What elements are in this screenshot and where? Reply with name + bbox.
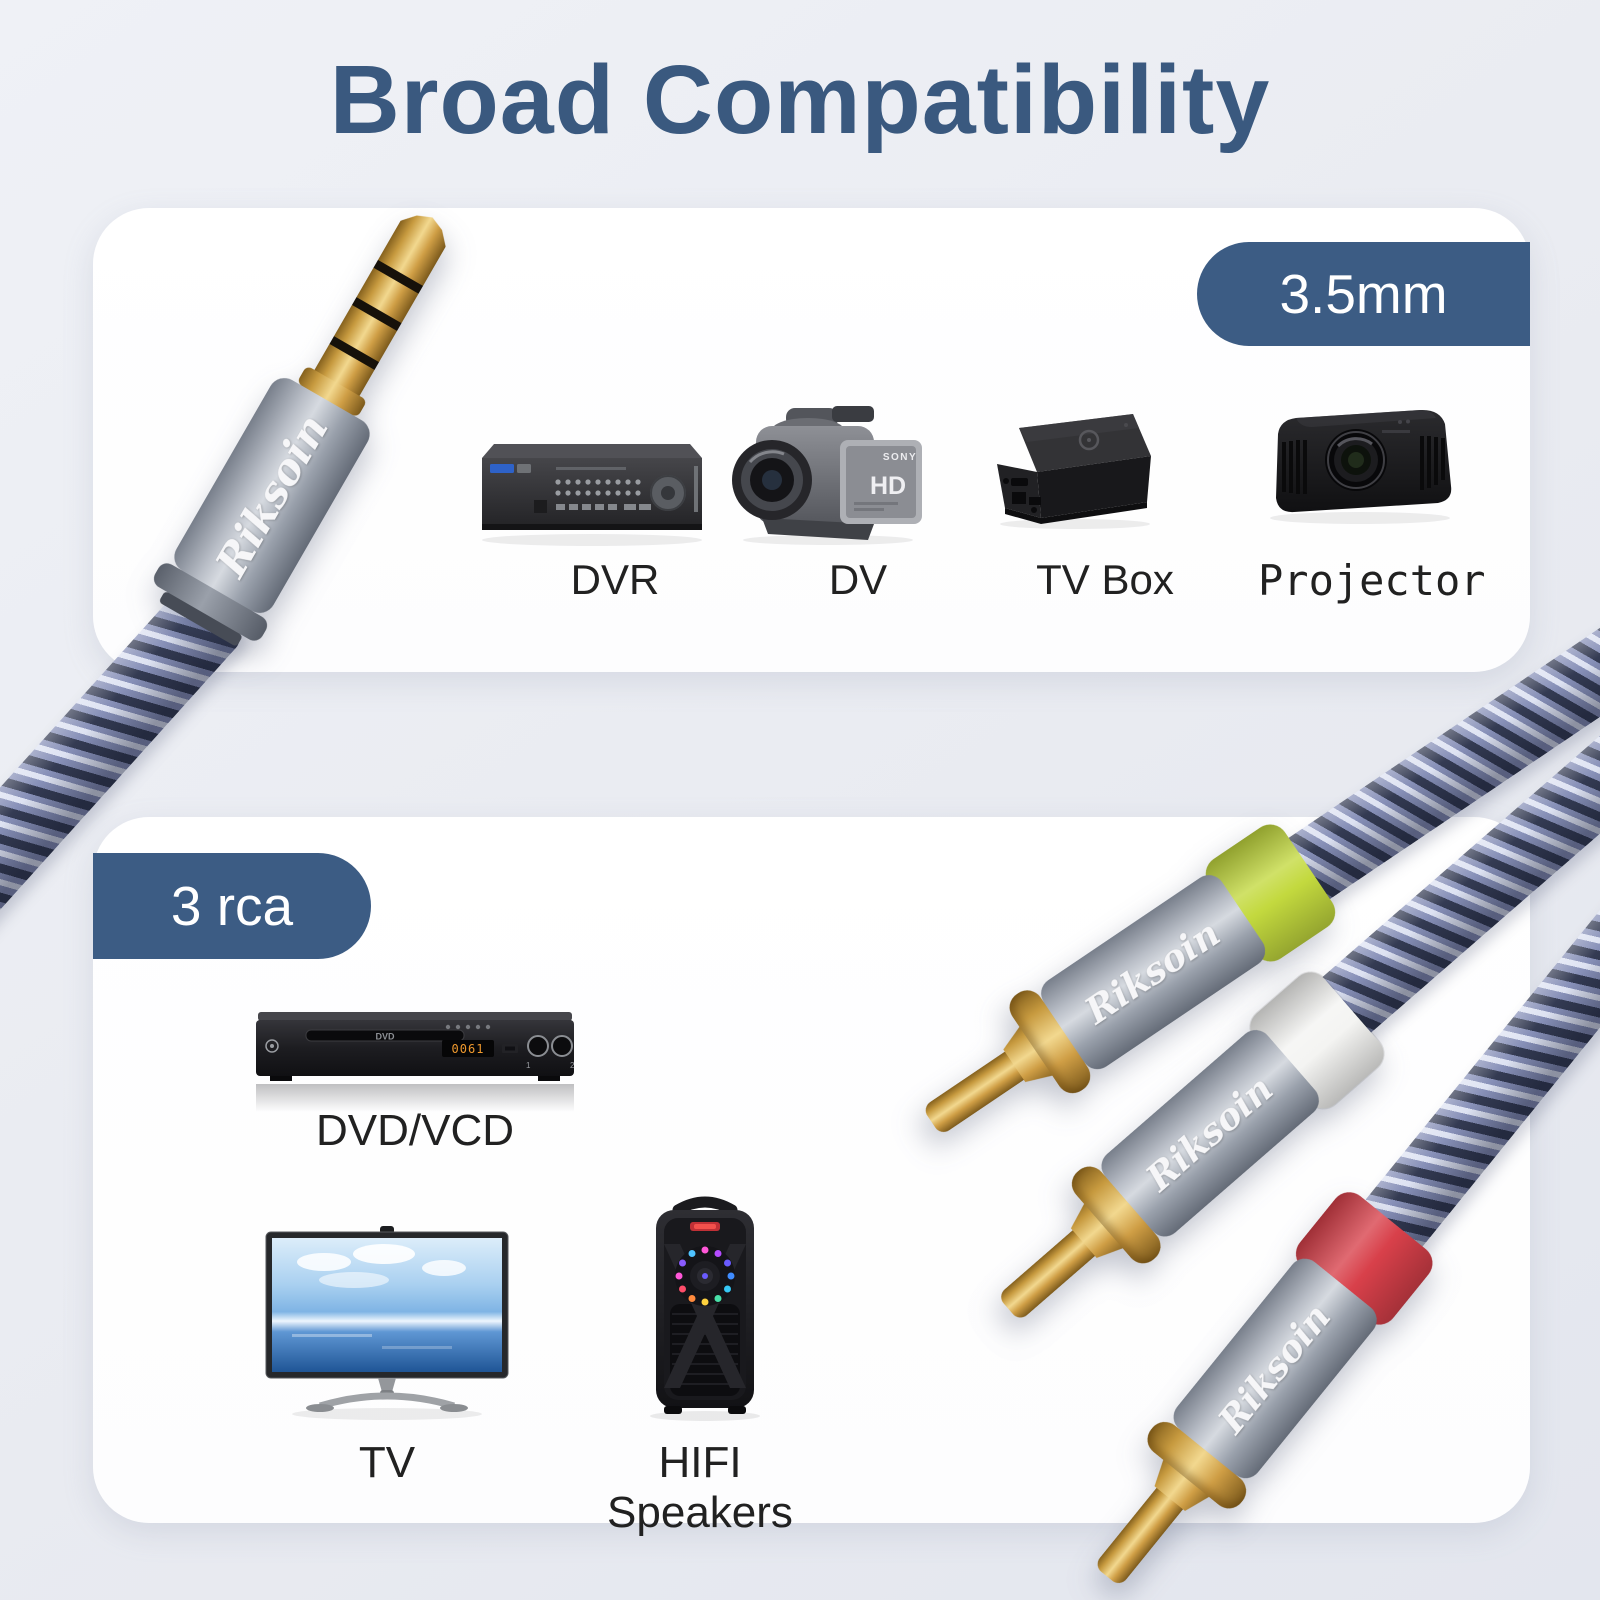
device-dvd-label: DVD/VCD [315, 1106, 515, 1155]
camcorder-brand-text: SONY [883, 452, 917, 463]
device-speaker-image [650, 1196, 760, 1421]
rca-pin [997, 1230, 1095, 1322]
device-projector-label: Projector [1258, 556, 1486, 605]
dvd-mic1-text: 1 [526, 1061, 531, 1070]
device-speaker-label: HIFI Speakers [607, 1438, 793, 1537]
rca-pin [1093, 1487, 1183, 1587]
dvd-display-text: 0061 [452, 1042, 485, 1056]
device-projector-image [1270, 409, 1452, 524]
device-dv-label: DV [828, 556, 888, 603]
rca-pin [921, 1051, 1024, 1136]
device-tvbox-label: TV Box [1036, 556, 1174, 603]
page-title: Broad Compatibility [329, 45, 1271, 154]
device-dvr-label: DVR [570, 556, 660, 603]
badge-35mm: 3.5mm [1197, 242, 1530, 346]
camcorder-screen-text: HD [870, 472, 906, 500]
dvd-tray-text: DVD [375, 1032, 395, 1042]
device-dvd-image: DVD 0061 1 2 [256, 1012, 575, 1112]
device-tvbox-image [997, 414, 1151, 529]
badge-3rca: 3 rca [93, 853, 371, 959]
device-dv-image: SONY HD [732, 406, 922, 545]
device-tv-label: TV [358, 1438, 416, 1487]
device-dvr-image [482, 444, 702, 546]
dvd-mic2-text: 2 [570, 1061, 575, 1070]
brand-script: Riksoin [1078, 912, 1229, 1033]
device-tv-image [265, 1226, 509, 1420]
